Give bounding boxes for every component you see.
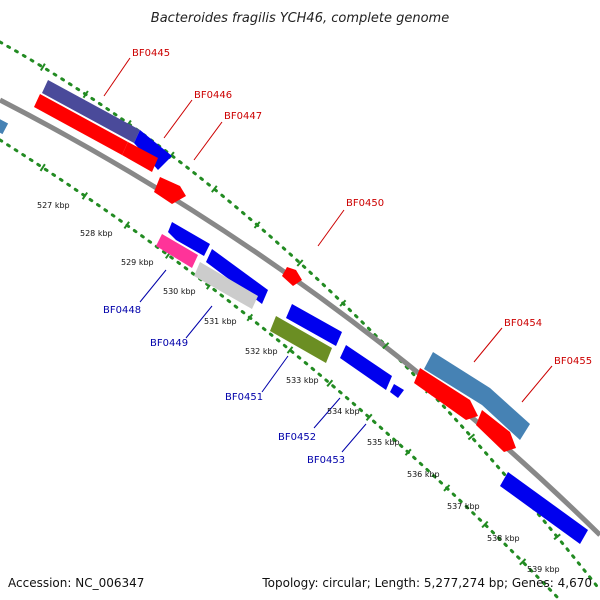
gene-BF0455[interactable] [414, 368, 516, 452]
kbp-label: 535 kbp [367, 438, 400, 447]
tick-mark [296, 259, 304, 267]
outer-major-ticks [39, 63, 561, 541]
tick-mark [382, 342, 390, 350]
label-BF0451: BF0451 [225, 392, 263, 403]
kbp-label: 538 kbp [487, 534, 520, 543]
kbp-label: 527 kbp [37, 201, 70, 210]
kbp-label: 539 kbp [527, 565, 560, 574]
gene-BF0451[interactable] [270, 316, 332, 363]
kbp-label: 536 kbp [407, 470, 440, 479]
tick-mark [339, 299, 347, 307]
gene-unlabeled-right[interactable] [500, 472, 588, 544]
kbp-scale-labels: 527 kbp 528 kbp 529 kbp 530 kbp 531 kbp … [37, 201, 560, 574]
tick-mark [365, 413, 373, 421]
label-BF0445: BF0445 [132, 48, 170, 59]
kbp-label: 529 kbp [121, 258, 154, 267]
inner-tick-ring [0, 138, 562, 600]
kbp-label: 530 kbp [163, 287, 196, 296]
label-BF0454: BF0454 [504, 318, 542, 329]
gene-BF0453[interactable] [390, 384, 404, 398]
label-BF0450: BF0450 [346, 198, 384, 209]
tick-mark [253, 221, 261, 229]
accession-text: Accession: NC_006347 [8, 576, 144, 590]
gene-fragment-left[interactable] [0, 117, 9, 135]
gene-BF0449[interactable] [194, 249, 268, 309]
tick-mark [81, 192, 89, 200]
kbp-label: 532 kbp [245, 347, 278, 356]
reverse-callouts [139, 269, 367, 453]
label-BF0446: BF0446 [194, 90, 232, 101]
tick-mark [519, 558, 527, 566]
gene-BF0446[interactable] [34, 94, 158, 172]
tick-mark [123, 221, 130, 229]
tick-mark [246, 313, 254, 322]
genome-backbone [0, 97, 600, 537]
gene-BF0445[interactable] [42, 80, 172, 170]
tick-mark [481, 520, 489, 529]
label-BF0447: BF0447 [224, 111, 262, 122]
tick-mark [211, 185, 218, 193]
label-BF0452: BF0452 [278, 432, 316, 443]
map-title: Bacteroides fragilis YCH46, complete gen… [151, 11, 449, 26]
tick-mark [82, 90, 89, 99]
tick-mark [443, 484, 451, 492]
tick-mark [467, 433, 476, 441]
tick-mark [553, 533, 561, 541]
label-BF0449: BF0449 [150, 338, 188, 349]
kbp-label: 528 kbp [80, 229, 113, 238]
tick-mark [286, 346, 294, 354]
tick-mark [326, 379, 334, 387]
forward-callouts [103, 57, 553, 403]
label-BF0448: BF0448 [103, 305, 141, 316]
gene-BF0447[interactable] [154, 177, 186, 204]
tick-mark [404, 448, 412, 456]
gene-BF0454[interactable] [424, 352, 530, 440]
label-BF0455: BF0455 [554, 356, 592, 367]
kbp-label: 531 kbp [204, 317, 237, 326]
kbp-label: 537 kbp [447, 502, 480, 511]
label-BF0453: BF0453 [307, 455, 345, 466]
gene-BF0450[interactable] [282, 267, 302, 286]
tick-mark [39, 63, 46, 72]
tick-mark [39, 163, 46, 172]
gene-BF0452[interactable] [286, 304, 392, 390]
kbp-label: 534 kbp [327, 407, 360, 416]
gene-BF0448[interactable] [156, 222, 210, 268]
kbp-label: 533 kbp [286, 376, 319, 385]
genome-summary-text: Topology: circular; Length: 5,277,274 bp… [261, 576, 592, 590]
